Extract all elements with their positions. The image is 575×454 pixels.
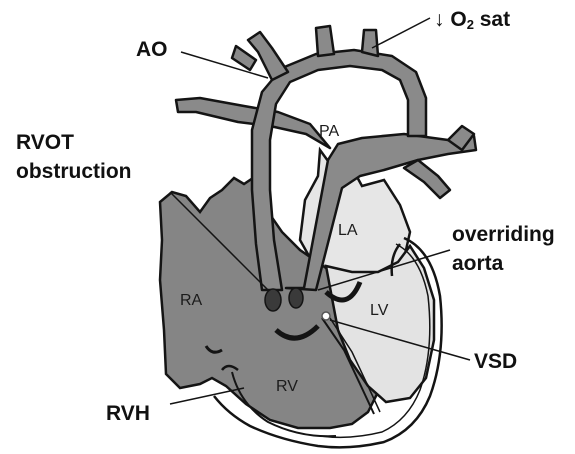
aortic-valve	[289, 288, 303, 308]
label-vsd: VSD	[474, 350, 517, 373]
label-o2-sat-suffix: sat	[474, 8, 510, 31]
vsd-marker	[322, 312, 330, 320]
aortic-arch-branch-2	[316, 26, 334, 56]
pulmonary-valve	[265, 289, 281, 311]
label-rvot-line1: RVOT	[16, 131, 74, 154]
label-overriding-line2: aorta	[452, 252, 503, 275]
down-arrow-icon: ↓	[434, 8, 445, 31]
leader-o2-sat	[372, 18, 430, 48]
label-o2-sat: ↓ O2 sat	[434, 8, 510, 31]
chamber-label-lv: LV	[370, 302, 388, 320]
chamber-label-pa: PA	[319, 123, 339, 141]
chamber-label-ra: RA	[180, 292, 202, 310]
label-overriding-line1: overriding	[452, 223, 555, 246]
label-o2-sat-subscript: 2	[467, 17, 474, 32]
label-rvh: RVH	[106, 402, 150, 425]
leader-rvh	[170, 388, 244, 404]
aortic-arch-branch-3	[362, 30, 378, 56]
aortic-arch-branch-4	[232, 46, 256, 70]
chamber-label-rv: RV	[276, 378, 298, 396]
pulmonary-artery-lower-branch	[404, 160, 450, 198]
leader-ao	[181, 52, 268, 78]
aortic-arch-branch-1	[248, 32, 288, 80]
label-rvot-line2: obstruction	[16, 160, 132, 183]
label-o2-sat-o: O	[450, 8, 466, 31]
label-ao: AO	[136, 38, 168, 61]
chamber-label-la: LA	[338, 222, 358, 240]
